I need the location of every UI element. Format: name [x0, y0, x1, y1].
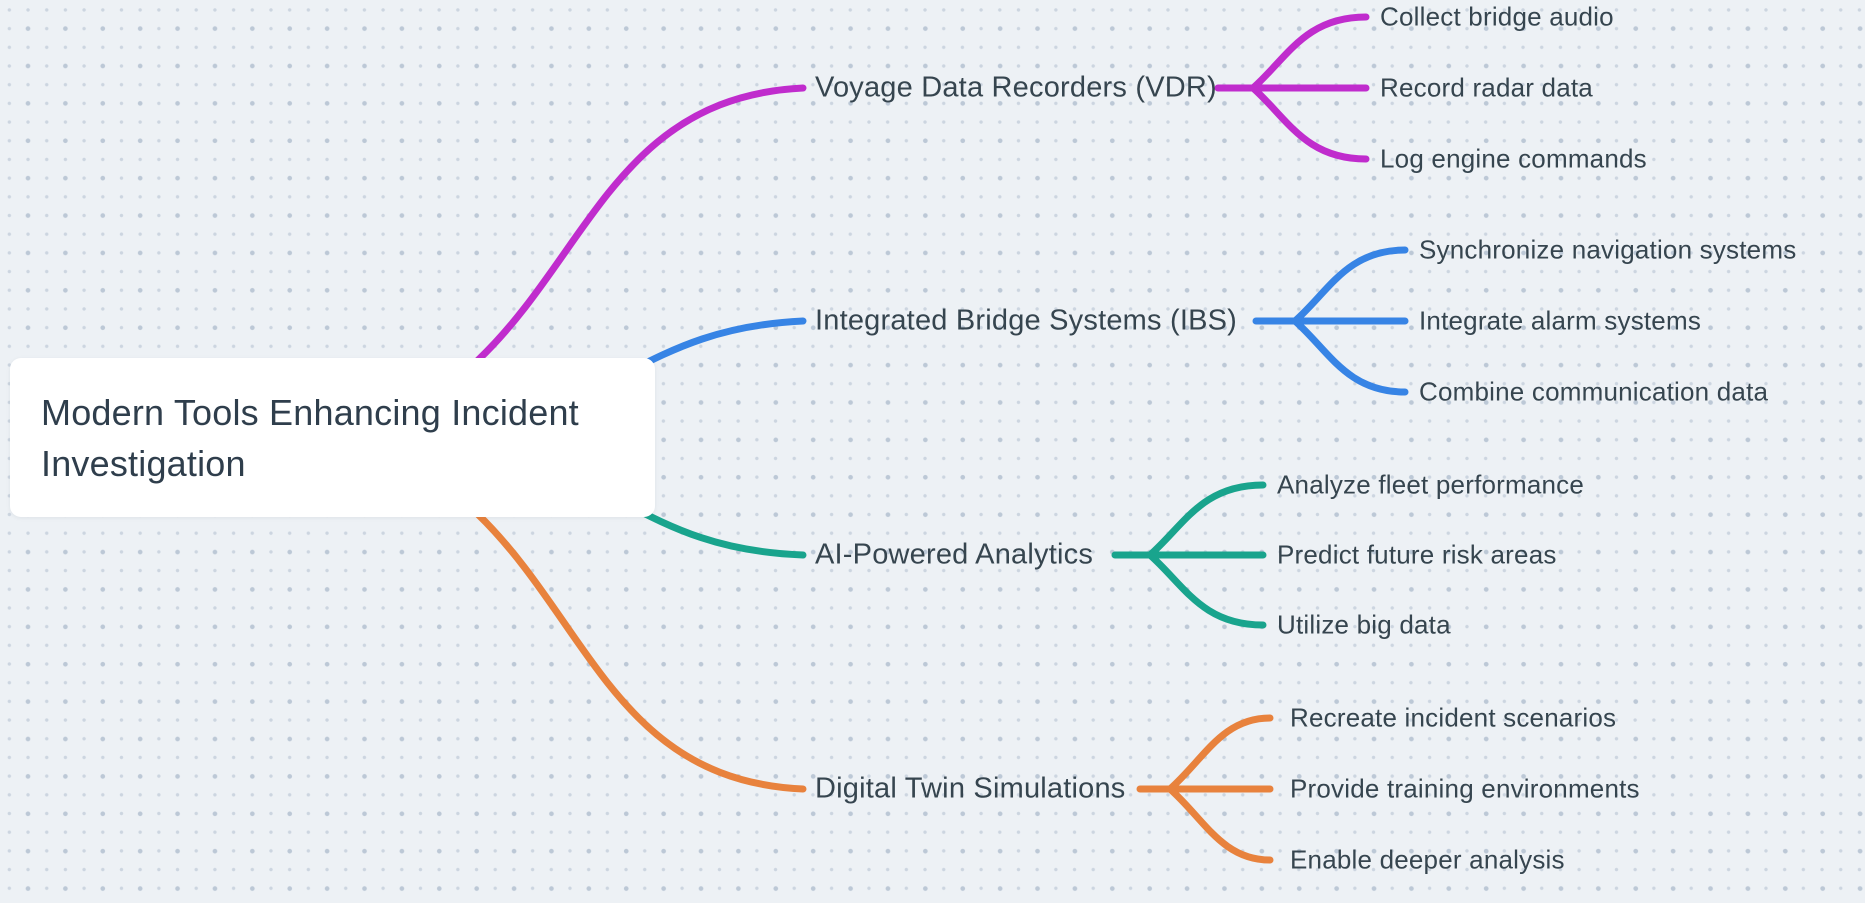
branch-label-vdr[interactable]: Voyage Data Recorders (VDR) — [815, 71, 1217, 104]
root-node-label: Modern Tools Enhancing Incident Investig… — [41, 391, 579, 484]
child-label-vdr-3[interactable]: Log engine commands — [1380, 143, 1647, 174]
child-label-ai-3[interactable]: Utilize big data — [1277, 609, 1451, 640]
edge-digital-child-1 — [1166, 714, 1274, 793]
child-label-digital-3[interactable]: Enable deeper analysis — [1290, 844, 1565, 875]
edge-vdr-child-3 — [1249, 84, 1370, 163]
child-label-digital-1[interactable]: Recreate incident scenarios — [1290, 702, 1617, 733]
edge-vdr-child-1 — [1249, 13, 1370, 92]
child-label-vdr-2[interactable]: Record radar data — [1380, 72, 1593, 103]
edge-ai-child-1 — [1146, 481, 1267, 559]
edge-digital-child-3 — [1166, 785, 1274, 864]
child-label-ibs-1[interactable]: Synchronize navigation systems — [1419, 234, 1797, 265]
child-label-ai-2[interactable]: Predict future risk areas — [1277, 539, 1557, 570]
child-label-digital-2[interactable]: Provide training environments — [1290, 773, 1640, 804]
child-label-vdr-1[interactable]: Collect bridge audio — [1380, 1, 1614, 32]
edge-ibs-child-1 — [1291, 246, 1409, 325]
branch-label-ibs[interactable]: Integrated Bridge Systems (IBS) — [815, 304, 1238, 337]
root-node[interactable]: Modern Tools Enhancing Incident Investig… — [10, 358, 655, 517]
edge-ibs-child-3 — [1291, 317, 1409, 396]
edge-ai-child-3 — [1146, 551, 1267, 629]
branch-label-ai[interactable]: AI-Powered Analytics — [815, 538, 1094, 571]
child-label-ai-1[interactable]: Analyze fleet performance — [1277, 469, 1585, 500]
child-label-ibs-2[interactable]: Integrate alarm systems — [1419, 305, 1702, 336]
branch-label-digital[interactable]: Digital Twin Simulations — [815, 772, 1126, 805]
child-label-ibs-3[interactable]: Combine communication data — [1419, 376, 1769, 407]
